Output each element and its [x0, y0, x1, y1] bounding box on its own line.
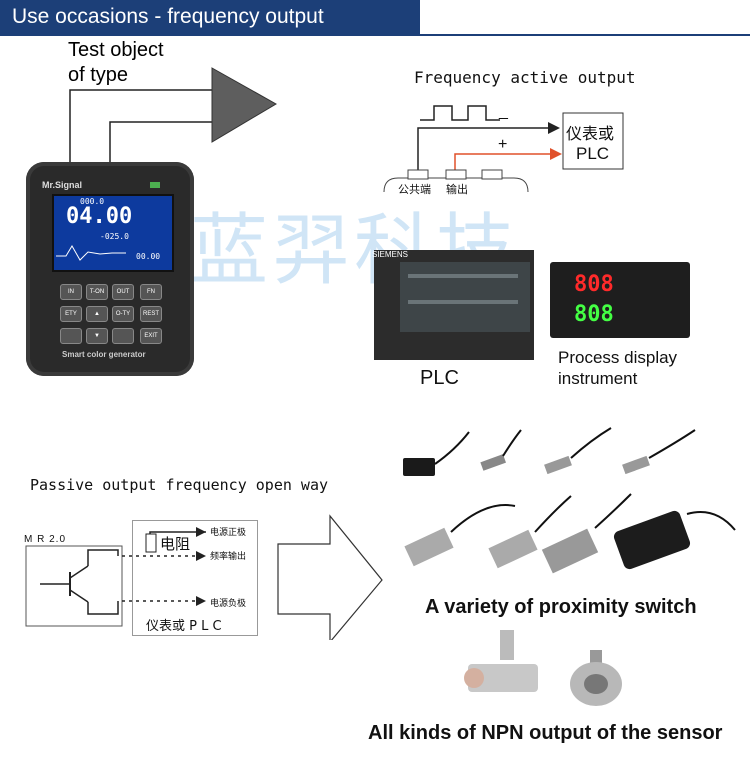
key-in[interactable]: IN: [60, 284, 82, 300]
key-left[interactable]: [60, 328, 82, 344]
minus-sign: _: [499, 103, 508, 120]
proximity-switches-image: [403, 427, 736, 574]
key-right[interactable]: [112, 328, 134, 344]
plus-sign: +: [498, 136, 508, 153]
key-out[interactable]: OUT: [112, 284, 134, 300]
box-label: 仪表或 P L C: [146, 619, 222, 634]
device-screen: [52, 194, 174, 272]
test-object-line2: of type: [68, 64, 129, 86]
passive-circuit-diagram: [25, 514, 383, 640]
key-o-ty[interactable]: O-TY: [112, 306, 134, 322]
device-waveform-icon: [56, 245, 126, 261]
top-wiring-diagram: [69, 67, 624, 193]
key-up[interactable]: ▲: [86, 306, 108, 322]
plc-brand: SIEMENS: [372, 250, 409, 259]
pin-frequency: 频率输出: [210, 552, 247, 562]
sensor-caption: All kinds of NPN output of the sensor: [368, 722, 723, 744]
key-down[interactable]: ▼: [86, 328, 108, 344]
battery-icon: [150, 182, 160, 188]
resistor-label: 电阻: [160, 535, 191, 553]
instrument-pv: 808: [574, 272, 614, 297]
key-rest[interactable]: REST: [140, 306, 162, 322]
device-bottom-value: 00.00: [136, 252, 161, 261]
key-t-on[interactable]: T-ON: [86, 284, 108, 300]
device-brand: Mr.Signal: [42, 180, 83, 190]
key-fn[interactable]: FN: [140, 284, 162, 300]
instrument-sv: 808: [574, 302, 614, 327]
flow-sensors-image: [464, 630, 622, 706]
pin-positive: 电源正极: [210, 528, 247, 538]
model-label: M R 2.0: [24, 534, 67, 545]
pin-negative: 电源负极: [210, 599, 247, 609]
device-main-value: 04.00: [66, 204, 133, 229]
test-object-line1: Test object: [68, 39, 164, 61]
plc-label: PLC: [420, 367, 459, 389]
plc-slot: [408, 274, 518, 278]
key-exit[interactable]: EXIT: [140, 328, 162, 344]
section-header: [0, 0, 420, 34]
target-label-line1: 仪表或: [566, 124, 615, 143]
target-label-line2: PLC: [576, 144, 610, 163]
proximity-caption: A variety of proximity switch: [425, 596, 697, 618]
plc-front-panel: [400, 262, 530, 332]
process-instrument-image: [550, 262, 690, 338]
passive-output-title: Passive output frequency open way: [30, 476, 329, 494]
device-second-value: -025.0: [100, 232, 129, 241]
terminal-common: 公共端: [398, 183, 431, 196]
device-footer: Smart color generator: [62, 350, 146, 359]
instrument-label-line2: instrument: [558, 369, 638, 388]
instrument-label-line1: Process display: [558, 348, 678, 367]
key-ety[interactable]: ETY: [60, 306, 82, 322]
header-underline: [0, 34, 750, 36]
device-top-value: 000.0: [80, 197, 105, 206]
instrument-or-plc-box: [132, 520, 258, 636]
terminal-output: 输出: [446, 183, 468, 196]
section-title: Use occasions - frequency output: [12, 5, 324, 28]
plc-slot: [408, 300, 518, 304]
active-output-title: Frequency active output: [414, 68, 636, 87]
